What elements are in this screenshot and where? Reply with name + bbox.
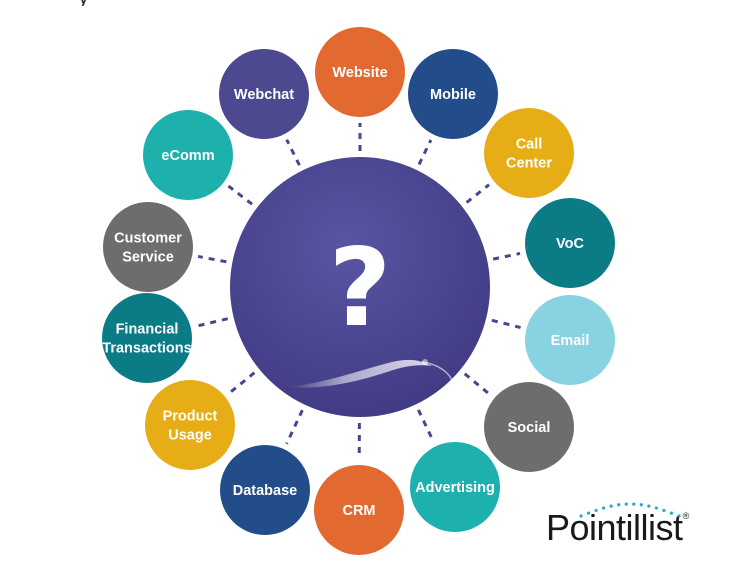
node-circle-webchat bbox=[219, 49, 309, 139]
node-circle-ecomm bbox=[143, 110, 233, 200]
connector-product-usage bbox=[228, 371, 256, 395]
node-voc: VoC bbox=[525, 198, 615, 288]
cropped-heading-fragment: y bbox=[0, 0, 220, 6]
logo-dot bbox=[579, 514, 583, 518]
logo-dot bbox=[586, 511, 591, 515]
logo-dot bbox=[617, 503, 621, 507]
node-circle-advertising bbox=[410, 442, 500, 532]
node-circle-website bbox=[315, 27, 405, 117]
logo-dot bbox=[609, 504, 613, 508]
node-circle-mobile bbox=[408, 49, 498, 139]
node-label-email: Email bbox=[551, 333, 590, 349]
center-hub: ? bbox=[230, 157, 490, 417]
logo-dot bbox=[654, 506, 658, 510]
node-ecomm: eComm bbox=[143, 110, 233, 200]
logo-dot bbox=[594, 508, 598, 513]
connector-social bbox=[463, 372, 491, 396]
node-label-call-center: Center bbox=[506, 156, 552, 172]
svg-text:y: y bbox=[78, 0, 89, 6]
connector-ecomm bbox=[227, 184, 254, 206]
node-label-customer-service: Service bbox=[122, 250, 174, 266]
center-question-mark: ? bbox=[329, 226, 392, 351]
logo-trademark: ® bbox=[682, 511, 690, 521]
node-circle-financial-transactions bbox=[102, 293, 192, 383]
node-database: Database bbox=[220, 445, 310, 535]
connector-voc bbox=[492, 251, 521, 261]
node-email: Email bbox=[525, 295, 615, 385]
node-label-financial-transactions: Transactions bbox=[102, 341, 191, 357]
node-label-advertising: Advertising bbox=[415, 480, 495, 496]
logo-dot bbox=[662, 508, 666, 513]
logo-dot bbox=[624, 502, 628, 506]
node-circle-customer-service bbox=[103, 202, 193, 292]
node-label-webchat: Webchat bbox=[234, 87, 294, 103]
node-label-crm: CRM bbox=[342, 503, 375, 519]
node-label-ecomm: eComm bbox=[161, 148, 214, 164]
node-circle-product-usage bbox=[145, 380, 235, 470]
node-label-product-usage: Product bbox=[163, 409, 218, 425]
connector-email bbox=[491, 318, 521, 329]
node-circle-database bbox=[220, 445, 310, 535]
connector-financial-transactions bbox=[196, 317, 229, 328]
node-mobile: Mobile bbox=[408, 49, 498, 139]
connector-webchat bbox=[285, 138, 301, 166]
center-circle bbox=[230, 157, 490, 417]
node-crm: CRM bbox=[314, 465, 404, 555]
node-label-voc: VoC bbox=[556, 236, 584, 252]
node-label-product-usage: Usage bbox=[168, 428, 212, 444]
connector-advertising bbox=[416, 409, 435, 442]
logo-wordmark: Pointillist® bbox=[546, 510, 689, 546]
connectors bbox=[196, 123, 521, 460]
node-circle-crm bbox=[314, 465, 404, 555]
logo-dot bbox=[647, 504, 651, 508]
connector-customer-service bbox=[197, 254, 227, 264]
logo-dots bbox=[579, 502, 681, 518]
node-circle-social bbox=[484, 382, 574, 472]
connector-database bbox=[285, 409, 304, 445]
node-label-mobile: Mobile bbox=[430, 87, 476, 103]
node-circle-voc bbox=[525, 198, 615, 288]
node-label-call-center: Call bbox=[516, 137, 543, 153]
logo-dot bbox=[669, 511, 674, 515]
node-label-social: Social bbox=[508, 420, 551, 436]
logo-dot bbox=[602, 506, 606, 510]
logo-dot bbox=[677, 514, 681, 518]
node-circle-call-center bbox=[484, 108, 574, 198]
node-label-database: Database bbox=[233, 483, 297, 499]
connector-call-center bbox=[465, 183, 490, 204]
logo-dot bbox=[639, 503, 643, 507]
node-advertising: Advertising bbox=[410, 442, 500, 532]
node-label-customer-service: Customer bbox=[114, 231, 182, 247]
logo-text: Pointillist bbox=[546, 507, 683, 548]
node-website: Website bbox=[315, 27, 405, 117]
node-circle-email bbox=[525, 295, 615, 385]
connector-mobile bbox=[417, 139, 433, 166]
node-webchat: Webchat bbox=[219, 49, 309, 139]
node-label-website: Website bbox=[332, 65, 387, 81]
node-social: Social bbox=[484, 382, 574, 472]
node-label-financial-transactions: Financial bbox=[116, 322, 179, 338]
center-swoosh-dot bbox=[422, 359, 428, 365]
logo-dot bbox=[632, 502, 636, 506]
center-swoosh bbox=[288, 359, 432, 388]
